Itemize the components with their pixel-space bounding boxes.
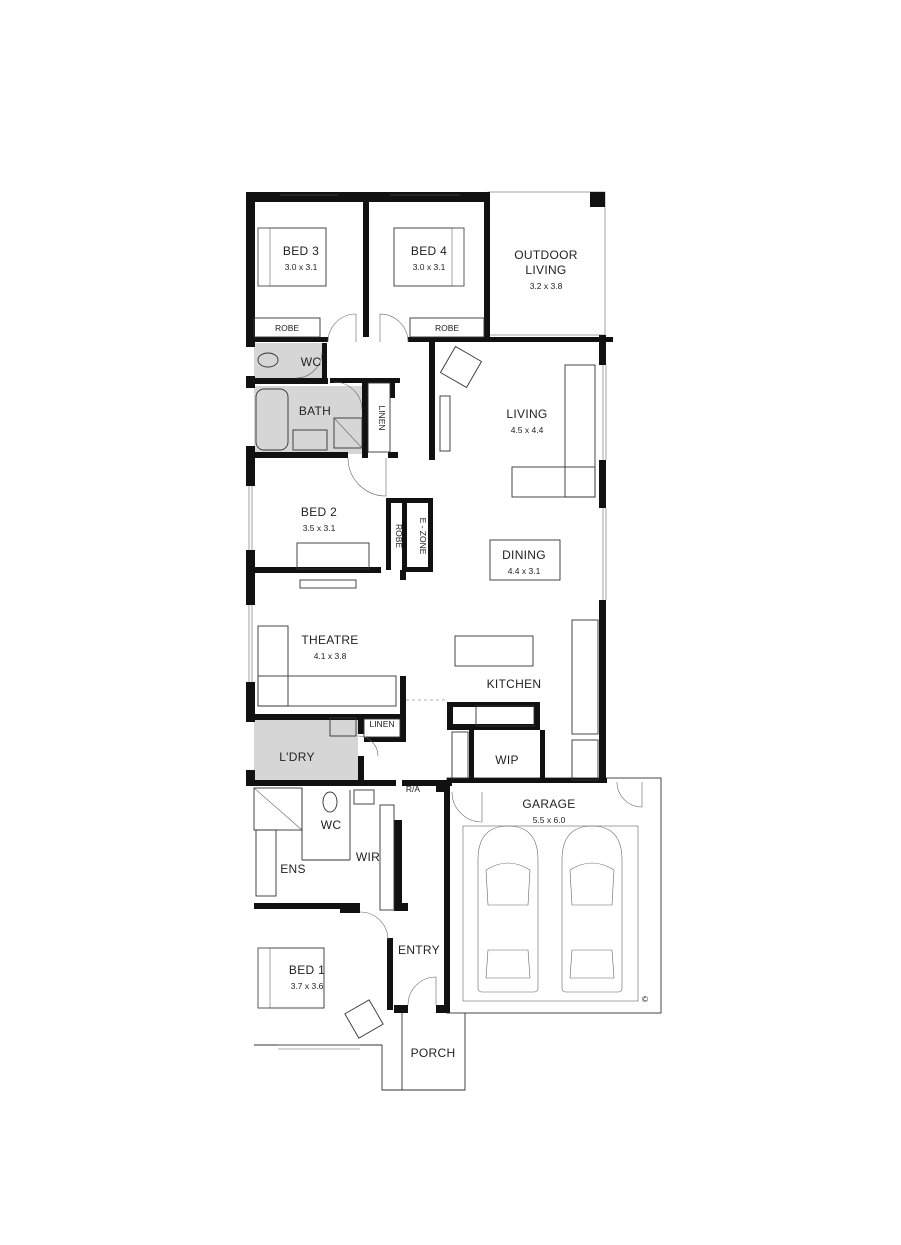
theatre-size: 4.1 x 3.8 [314,651,347,661]
copyright-mark: © [642,994,649,1004]
bed2-size: 3.5 x 3.1 [303,523,336,533]
porch-label: PORCH [411,1046,456,1060]
theatre-name: THEATRE [301,633,358,647]
bed2-name: BED 2 [301,505,337,519]
car-icons [477,825,623,993]
bed4-size: 3.0 x 3.1 [413,262,446,272]
wip-label: WIP [495,753,519,767]
dining-name: DINING [502,548,546,562]
bed1-size: 3.7 x 3.6 [291,981,324,991]
wet-areas [254,343,364,782]
wc-upper-label: WC [301,355,322,369]
dining-size: 4.4 x 3.1 [508,566,541,576]
linen-upper-label: LINEN [377,405,387,430]
robe3-label: ROBE [275,323,299,333]
bath-label: BATH [299,404,331,418]
outdoor-name-line1: OUTDOOR [514,248,577,262]
garage-outline [446,777,662,1014]
bed3-name: BED 3 [283,244,319,258]
entry-label: ENTRY [398,943,440,957]
kitchen-label: KITCHEN [487,677,542,691]
garage-name: GARAGE [522,797,575,811]
ens-label: ENS [280,862,306,876]
bed1-name: BED 1 [289,963,325,977]
bed4-name: BED 4 [411,244,447,258]
linen-lower-label: LINEN [369,719,394,729]
robe2-label: ROBE [394,524,404,548]
fixtures [248,194,607,1050]
room-labels: BED 3 3.0 x 3.1 BED 4 3.0 x 3.1 OUTDOOR … [275,244,649,1060]
wc-ens-label: WC [321,818,342,832]
outdoor-size: 3.2 x 3.8 [530,281,563,291]
wir-label: WIR [356,850,380,864]
living-name: LIVING [506,407,547,421]
laundry-label: L'DRY [279,750,315,764]
walls [246,192,613,1013]
ezone-label: E - ZONE [418,518,428,555]
bed3-size: 3.0 x 3.1 [285,262,318,272]
door-swings [295,313,643,1006]
ra-label: R/A [406,784,421,794]
garage-size: 5.5 x 6.0 [533,815,566,825]
living-size: 4.5 x 4.4 [511,425,544,435]
outdoor-name-line2: LIVING [525,263,566,277]
robe4-label: ROBE [435,323,459,333]
